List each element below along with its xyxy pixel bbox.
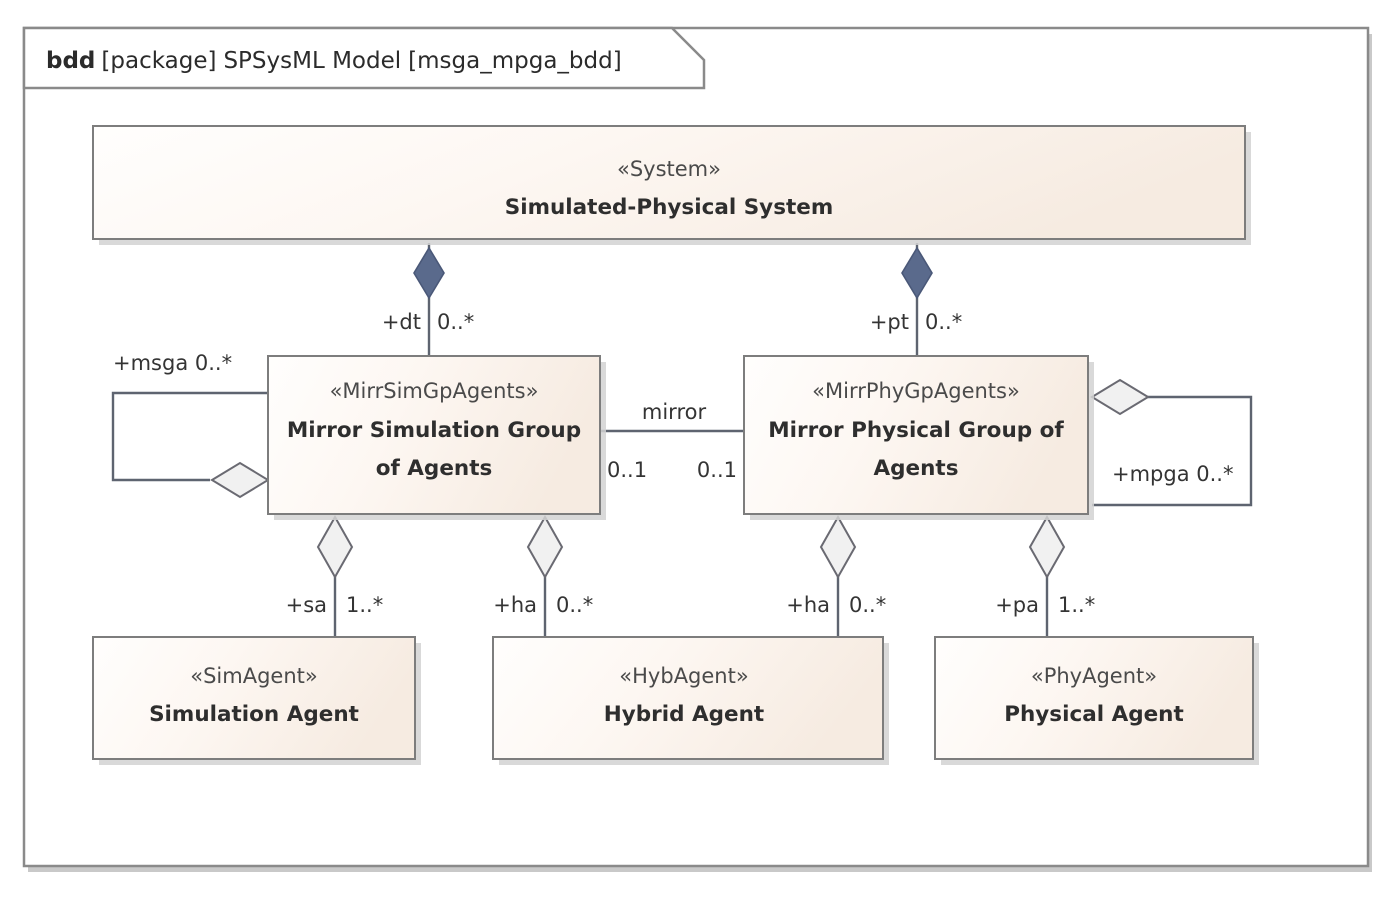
block-body xyxy=(92,125,1246,240)
relation-msga-mpga-mirror[interactable]: mirror 0..1 0..1 xyxy=(600,400,744,482)
diagram-title-tab xyxy=(22,26,706,90)
relation-multiplicity-label: 0..* xyxy=(556,593,593,617)
relation-role-label: +ha xyxy=(786,593,830,617)
composition-diamond xyxy=(901,246,933,300)
relation-multiplicity-label: 0..* xyxy=(849,593,886,617)
relation-role-label: +dt xyxy=(382,310,421,334)
diagram-view-id: [msga_mpga_bdd] xyxy=(408,48,622,74)
block-name-line-1: Mirror Simulation Group xyxy=(287,418,581,443)
aggregation-diamond xyxy=(1090,378,1150,416)
relation-mpga-phyagent[interactable]: +pa 1..* xyxy=(995,514,1095,637)
block-name: Simulation Agent xyxy=(149,702,359,727)
relation-role-label: +pt xyxy=(870,310,909,334)
block-stereotype: «MirrPhyGpAgents» xyxy=(812,379,1020,403)
relation-multiplicity-label: 1..* xyxy=(346,593,383,617)
relation-label: +mpga 0..* xyxy=(1112,462,1233,486)
aggregation-diamond xyxy=(316,514,354,580)
diagram-model-name: SPSysML Model xyxy=(223,48,401,74)
relation-role-label: +sa xyxy=(286,593,327,617)
relation-system-msga[interactable]: +dt 0..* xyxy=(382,243,474,356)
relation-msga-simagent[interactable]: +sa 1..* xyxy=(286,514,384,637)
diagram-kind-label: bdd xyxy=(46,48,95,74)
block-name-line-2: Agents xyxy=(874,456,959,481)
block-stereotype: «HybAgent» xyxy=(619,664,748,688)
block-name-line-2: of Agents xyxy=(376,456,493,481)
block-simagent[interactable]: «SimAgent» Simulation Agent xyxy=(92,636,421,765)
relation-system-mpga[interactable]: +pt 0..* xyxy=(870,243,962,356)
aggregation-diamond xyxy=(526,514,564,580)
relation-mpga-self[interactable]: +mpga 0..* xyxy=(1090,378,1253,507)
block-name: Physical Agent xyxy=(1004,702,1184,727)
diagram-scope-label: [package] xyxy=(101,48,216,74)
relation-multiplicity-label: 0..* xyxy=(437,310,474,334)
block-stereotype: «SimAgent» xyxy=(190,664,317,688)
association-name-label: mirror xyxy=(642,400,707,424)
block-name: Simulated-Physical System xyxy=(505,195,834,220)
relation-multiplicity-label: 0..* xyxy=(925,310,962,334)
relation-label: +msga 0..* xyxy=(113,351,232,375)
diagram-title: bdd[package] SPSysML Model [msga_mpga_bdd] xyxy=(46,48,622,74)
block-body xyxy=(934,636,1254,760)
block-phyagent[interactable]: «PhyAgent» Physical Agent xyxy=(934,636,1259,765)
relation-msga-self[interactable]: +msga 0..* xyxy=(111,351,270,499)
block-body xyxy=(92,636,416,760)
block-body xyxy=(743,355,1089,515)
composition-diamond xyxy=(413,246,445,300)
source-multiplicity-label: 0..1 xyxy=(607,458,647,482)
block-name: Hybrid Agent xyxy=(604,702,764,727)
block-stereotype: «System» xyxy=(617,157,721,181)
block-mpga[interactable]: «MirrPhyGpAgents» Mirror Physical Group … xyxy=(743,355,1094,520)
relation-mpga-hybagent[interactable]: +ha 0..* xyxy=(786,514,886,637)
connector-line xyxy=(1092,395,1253,507)
block-hybagent[interactable]: «HybAgent» Hybrid Agent xyxy=(492,636,889,765)
relation-role-label: +ha xyxy=(493,593,537,617)
block-stereotype: «MirrSimGpAgents» xyxy=(330,379,539,403)
block-stereotype: «PhyAgent» xyxy=(1031,664,1157,688)
aggregation-diamond xyxy=(1028,514,1066,580)
block-msga[interactable]: «MirrSimGpAgents» Mirror Simulation Grou… xyxy=(267,355,606,520)
relation-msga-hybagent[interactable]: +ha 0..* xyxy=(493,514,593,637)
block-body xyxy=(492,636,884,760)
target-multiplicity-label: 0..1 xyxy=(697,458,737,482)
relation-role-label: +pa xyxy=(995,593,1039,617)
connector-line xyxy=(111,391,268,482)
block-system[interactable]: «System» Simulated-Physical System xyxy=(92,125,1251,245)
block-body xyxy=(267,355,601,515)
aggregation-diamond xyxy=(819,514,857,580)
block-name-line-1: Mirror Physical Group of xyxy=(768,418,1064,443)
relation-multiplicity-label: 1..* xyxy=(1058,593,1095,617)
